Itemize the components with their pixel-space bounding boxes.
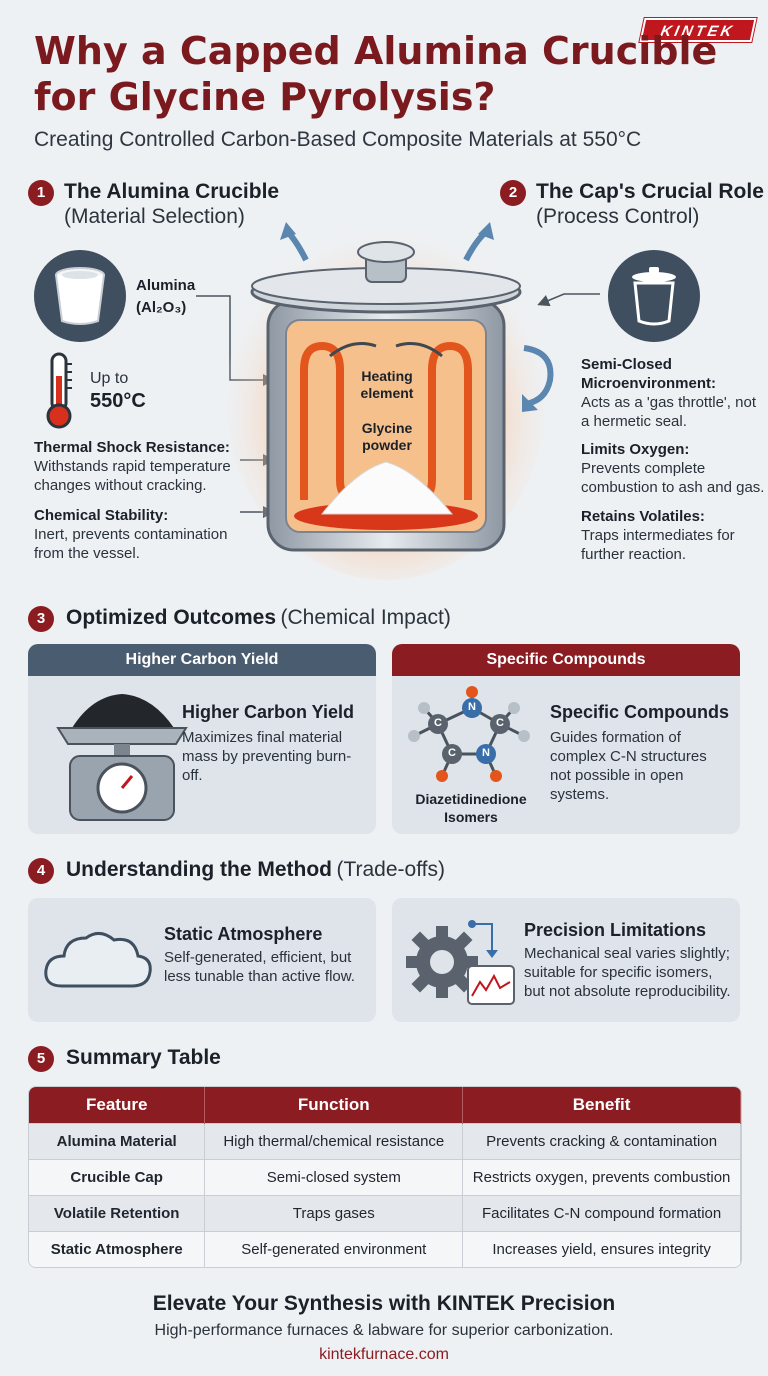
temp-prefix: Up to	[90, 370, 129, 387]
page-title: Why a Capped Alumina Crucible for Glycin…	[34, 29, 718, 119]
thermal-shock-text: Withstands rapid temperature changes wit…	[34, 458, 231, 494]
atom-n-2: N	[482, 747, 490, 759]
gear-chart-icon	[406, 920, 515, 1005]
atom-c-2: C	[496, 717, 504, 729]
table-cell: Facilitates C-N compound formation	[462, 1194, 741, 1231]
chemical-stability-title: Chemical Stability:	[34, 507, 169, 524]
section-2-subtitle: (Process Control)	[536, 205, 700, 228]
cloud-icon	[44, 932, 152, 988]
table-cell: High thermal/chemical resistance	[204, 1122, 464, 1159]
temp-value: 550°C	[90, 390, 146, 412]
static-atmosphere-text: Self-generated, efficient, but less tuna…	[164, 949, 355, 985]
specific-compounds-card-header: Specific Compounds	[392, 644, 740, 676]
page-subtitle: Creating Controlled Carbon-Based Composi…	[34, 128, 642, 151]
connector-lines-right	[522, 293, 600, 412]
section-1-title: The Alumina Crucible	[64, 180, 280, 203]
crucible-illustration	[226, 220, 546, 580]
table-cell: Traps gases	[204, 1194, 464, 1231]
retains-volatiles-text: Traps intermediates for further reaction…	[581, 527, 735, 563]
section-4-title: Understanding the Method	[66, 858, 332, 881]
atom-c-1: C	[434, 717, 442, 729]
atom-c-3: C	[448, 747, 456, 759]
chemical-stability-text: Inert, prevents contamination from the v…	[34, 526, 228, 562]
semi-closed-text: Acts as a 'gas throttle', not a hermetic…	[581, 394, 756, 430]
thermometer-icon	[46, 352, 72, 429]
glycine-powder-label: Glycine powder	[361, 420, 413, 453]
table-header: Function	[204, 1087, 464, 1123]
carbon-yield-card-header: Higher Carbon Yield	[28, 644, 376, 676]
section-1-subtitle: (Material Selection)	[64, 205, 245, 228]
precision-limitations-text: Mechanical seal varies slightly; suitabl…	[524, 945, 731, 1000]
table-header: Feature	[29, 1087, 206, 1123]
static-atmosphere-title: Static Atmosphere	[164, 924, 323, 944]
footer-headline: Elevate Your Synthesis with KINTEK Preci…	[152, 1292, 616, 1315]
table-cell: Prevents cracking & contamination	[462, 1122, 741, 1159]
section-4-heading: Understanding the Method (Trade-offs)	[66, 858, 445, 882]
specific-compounds-card: Specific Compounds C C N C N Diazetidine…	[392, 644, 740, 834]
footer-tagline: High-performance furnaces & labware for …	[154, 1322, 614, 1339]
table-row: Crucible Cap Semi-closed system Restrict…	[29, 1158, 741, 1195]
precision-limitations-title: Precision Limitations	[524, 920, 707, 940]
heating-element-label: Heating element	[360, 368, 414, 401]
section-3-heading: Optimized Outcomes (Chemical Impact)	[66, 606, 451, 630]
table-cell: Self-generated environment	[204, 1230, 464, 1267]
carbon-yield-card: Higher Carbon Yield Higher Carbon Yield …	[28, 644, 376, 834]
section-4-subtitle: (Trade-offs)	[336, 858, 445, 881]
capped-crucible-icon	[608, 250, 700, 342]
table-header: Benefit	[462, 1087, 741, 1123]
limits-oxygen-title: Limits Oxygen:	[581, 441, 690, 458]
alumina-formula: (Al₂O₃)	[136, 299, 187, 316]
table-cell: Static Atmosphere	[29, 1230, 206, 1267]
alumina-label: Alumina	[136, 277, 196, 294]
section-1-number: 1	[28, 180, 54, 206]
table-cell: Crucible Cap	[29, 1158, 206, 1195]
specific-compounds-title: Specific Compounds	[550, 702, 730, 722]
section-4-number: 4	[28, 858, 54, 884]
section-5-title: Summary Table	[66, 1046, 221, 1069]
precision-limitations-card: Precision Limitations Mechanical seal va…	[392, 898, 740, 1022]
carbon-yield-text: Maximizes final material mass by prevent…	[182, 729, 352, 784]
summary-table: Feature Function Benefit Alumina Materia…	[28, 1086, 742, 1268]
section-3-title: Optimized Outcomes	[66, 606, 277, 629]
table-cell: Alumina Material	[29, 1122, 206, 1159]
molecule-icon	[408, 686, 530, 782]
semi-closed-title: Semi-Closed Microenvironment:	[581, 356, 717, 392]
scale-icon	[56, 694, 188, 821]
section-3-number: 3	[28, 606, 54, 632]
limits-oxygen-text: Prevents complete combustion to ash and …	[581, 460, 765, 496]
molecule-label: Diazetidinedione Isomers	[415, 791, 527, 825]
section-5-number: 5	[28, 1046, 54, 1072]
retains-volatiles-title: Retains Volatiles:	[581, 508, 705, 525]
table-row: Static Atmosphere Self-generated environ…	[29, 1230, 741, 1267]
section-2-number: 2	[500, 180, 526, 206]
specific-compounds-text: Guides formation of complex C-N structur…	[550, 729, 707, 803]
static-atmosphere-card: Static Atmosphere Self-generated, effici…	[28, 898, 376, 1022]
table-row: Volatile Retention Traps gases Facilitat…	[29, 1194, 741, 1231]
section-3-subtitle: (Chemical Impact)	[280, 606, 451, 629]
table-cell: Increases yield, ensures integrity	[462, 1230, 741, 1267]
footer-url-link[interactable]: kintekfurnace.com	[319, 1346, 449, 1363]
carbon-yield-title: Higher Carbon Yield	[182, 702, 355, 722]
section-2-title: The Cap's Crucial Role	[536, 180, 764, 203]
table-cell: Restricts oxygen, prevents combustion	[462, 1158, 741, 1195]
atom-n-1: N	[468, 701, 476, 713]
table-cell: Volatile Retention	[29, 1194, 206, 1231]
table-cell: Semi-closed system	[204, 1158, 464, 1195]
table-row: Alumina Material High thermal/chemical r…	[29, 1122, 741, 1159]
crucible-cup-icon	[34, 250, 126, 342]
thermal-shock-title: Thermal Shock Resistance:	[34, 439, 230, 456]
